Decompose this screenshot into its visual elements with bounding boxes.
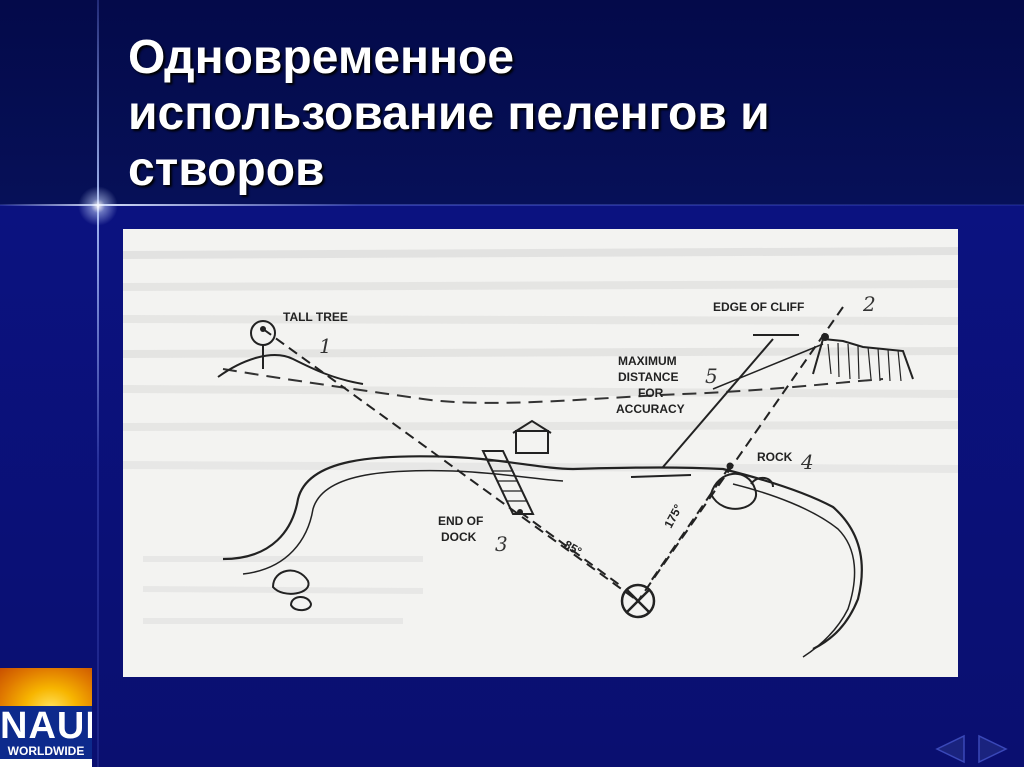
bay-shoreline-inner-right [732, 483, 856, 658]
scan-bleed-through [123, 229, 958, 677]
handwritten-number-4: 4 [800, 450, 814, 474]
label-max-distance-4: ACCURACY [616, 402, 685, 416]
label-max-distance-2: DISTANCE [618, 370, 678, 384]
cliff-icon [812, 333, 914, 382]
tall-tree-icon [250, 320, 276, 369]
triangle-left-icon [935, 734, 965, 764]
slide-title-line-1: Одновременное [128, 31, 515, 84]
navigation-diagram: TALL TREE EDGE OF CLIFF MAXIMUM DISTANCE… [123, 229, 958, 677]
bearing-line-175 [650, 465, 731, 582]
label-tall-tree: TALL TREE [283, 310, 348, 324]
bearing-line-tree [262, 328, 639, 602]
decor-vertical-line [97, 0, 99, 767]
label-end-of-dock-2: DOCK [441, 530, 477, 544]
handwritten-number-1: 1 [319, 334, 332, 358]
diagram-svg: TALL TREE EDGE OF CLIFF MAXIMUM DISTANCE… [123, 229, 958, 677]
small-rocks-icon [271, 569, 313, 612]
decor-horizontal-line [0, 204, 1024, 206]
bearing-line-85 [519, 511, 622, 587]
naui-logo: NAUI WORLDWIDE [0, 668, 92, 767]
logo-footer-strip [0, 759, 92, 767]
slide-title-line-3: створов [128, 143, 325, 196]
logo-text: NAUI [0, 705, 92, 747]
max-distance-line [662, 338, 774, 468]
previous-slide-button[interactable] [932, 733, 968, 765]
left-hill [217, 354, 364, 385]
bay-shoreline-inner [242, 469, 564, 575]
triangle-right-icon [978, 734, 1008, 764]
logo-subtext: WORLDWIDE [0, 744, 92, 759]
label-end-of-dock-1: END OF [438, 514, 483, 528]
bay-shoreline [222, 455, 863, 650]
logo-sun-graphic [0, 668, 92, 708]
header-background [0, 0, 1024, 205]
slide-title: Одновременное использование пеленгов и с… [128, 30, 988, 198]
handwritten-number-5: 5 [705, 364, 718, 388]
decor-light-flare [78, 186, 118, 226]
next-slide-button[interactable] [975, 733, 1011, 765]
slide-title-line-2: использование пеленгов и [128, 87, 770, 140]
max-distance-tick-bottom [630, 474, 692, 478]
handwritten-number-3: 3 [495, 532, 508, 556]
label-edge-of-cliff: EDGE OF CLIFF [713, 300, 804, 314]
handwritten-number-2: 2 [862, 292, 876, 316]
label-max-distance-1: MAXIMUM [618, 354, 677, 368]
label-max-distance-3: FOR [638, 386, 664, 400]
max-distance-ext [712, 343, 824, 390]
position-target-icon [620, 583, 656, 619]
bearing-line-cliff [637, 306, 844, 602]
label-rock: ROCK [757, 450, 793, 464]
